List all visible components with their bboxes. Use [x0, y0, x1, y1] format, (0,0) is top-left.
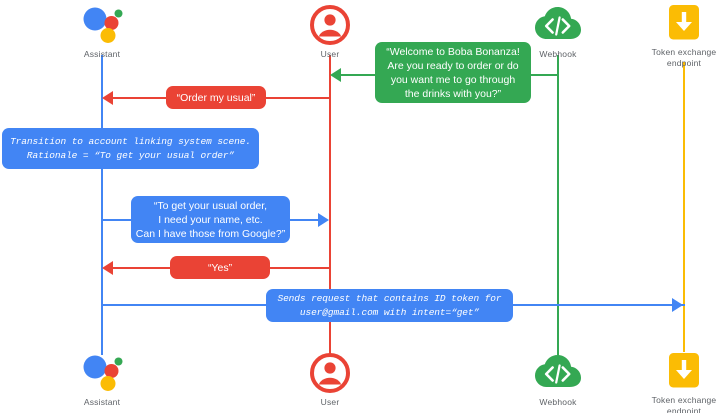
cloud-code-icon	[503, 352, 613, 394]
google-assistant-icon	[47, 352, 157, 394]
actor-user-bottom: User	[275, 352, 385, 408]
bubble-line: “Order my usual”	[176, 91, 256, 104]
note-line: Transition to account linking system sce…	[10, 135, 251, 147]
arrowhead-consent-prompt	[318, 213, 329, 227]
bubble-line: “To get your usual order,	[153, 199, 268, 212]
actor-label-endpoint: Token exchange endpoint	[651, 395, 717, 413]
arrowhead-welcome	[330, 68, 341, 82]
user-avatar-icon	[275, 352, 385, 394]
bubble-line: the drinks with you?”	[404, 87, 502, 100]
note-line: Rationale = “To get your usual order”	[26, 149, 235, 161]
message-bubble-order-my-usual: “Order my usual”	[166, 86, 266, 109]
bubble-line: Can I have those from Google?”	[135, 227, 286, 240]
actor-label-webhook: Webhook	[539, 49, 577, 59]
message-bubble-yes: “Yes”	[170, 256, 270, 279]
actor-label-endpoint: Token exchange endpoint	[651, 47, 717, 68]
bubble-line: I need your name, etc.	[158, 213, 263, 226]
lifeline-assistant	[101, 55, 103, 355]
arrowhead-yes	[102, 261, 113, 275]
actor-label-webhook: Webhook	[539, 397, 577, 407]
bubble-line: “Welcome to Boba Bonanza!	[386, 45, 520, 58]
actor-label-user: User	[320, 49, 340, 59]
note-line: Sends request that contains ID token for	[277, 292, 502, 304]
note-line: user@gmail.com with intent=“get”	[299, 306, 480, 318]
lifeline-endpoint	[683, 62, 685, 352]
arrowhead-token-request	[672, 298, 683, 312]
bubble-line: Are you ready to order or do	[387, 59, 519, 72]
bubble-line: you want me to go through	[390, 73, 516, 86]
lifeline-webhook	[557, 55, 559, 355]
cloud-code-icon	[503, 4, 613, 46]
actor-label-assistant: Assistant	[83, 397, 121, 407]
arrowhead-order-my-usual	[102, 91, 113, 105]
bubble-line: “Yes”	[207, 261, 233, 274]
message-note-token-request: Sends request that contains ID token for…	[266, 289, 513, 322]
actor-webhook-top: Webhook	[503, 4, 613, 60]
actor-endpoint-bottom: Token exchange endpoint	[629, 350, 725, 413]
lifeline-user	[329, 55, 331, 355]
actor-webhook-bottom: Webhook	[503, 352, 613, 408]
message-bubble-welcome: “Welcome to Boba Bonanza! Are you ready …	[375, 42, 531, 103]
token-download-icon	[629, 2, 725, 44]
message-bubble-consent-prompt: “To get your usual order, I need your na…	[131, 196, 290, 243]
token-download-icon	[629, 350, 725, 392]
actor-assistant-bottom: Assistant	[47, 352, 157, 408]
google-assistant-icon	[47, 4, 157, 46]
actor-user-top: User	[275, 4, 385, 60]
actor-endpoint-top: Token exchange endpoint	[629, 2, 725, 69]
actor-assistant-top: Assistant	[47, 4, 157, 60]
actor-label-assistant: Assistant	[83, 49, 121, 59]
user-avatar-icon	[275, 4, 385, 46]
message-note-transition: Transition to account linking system sce…	[2, 128, 259, 169]
actor-label-user: User	[320, 397, 340, 407]
